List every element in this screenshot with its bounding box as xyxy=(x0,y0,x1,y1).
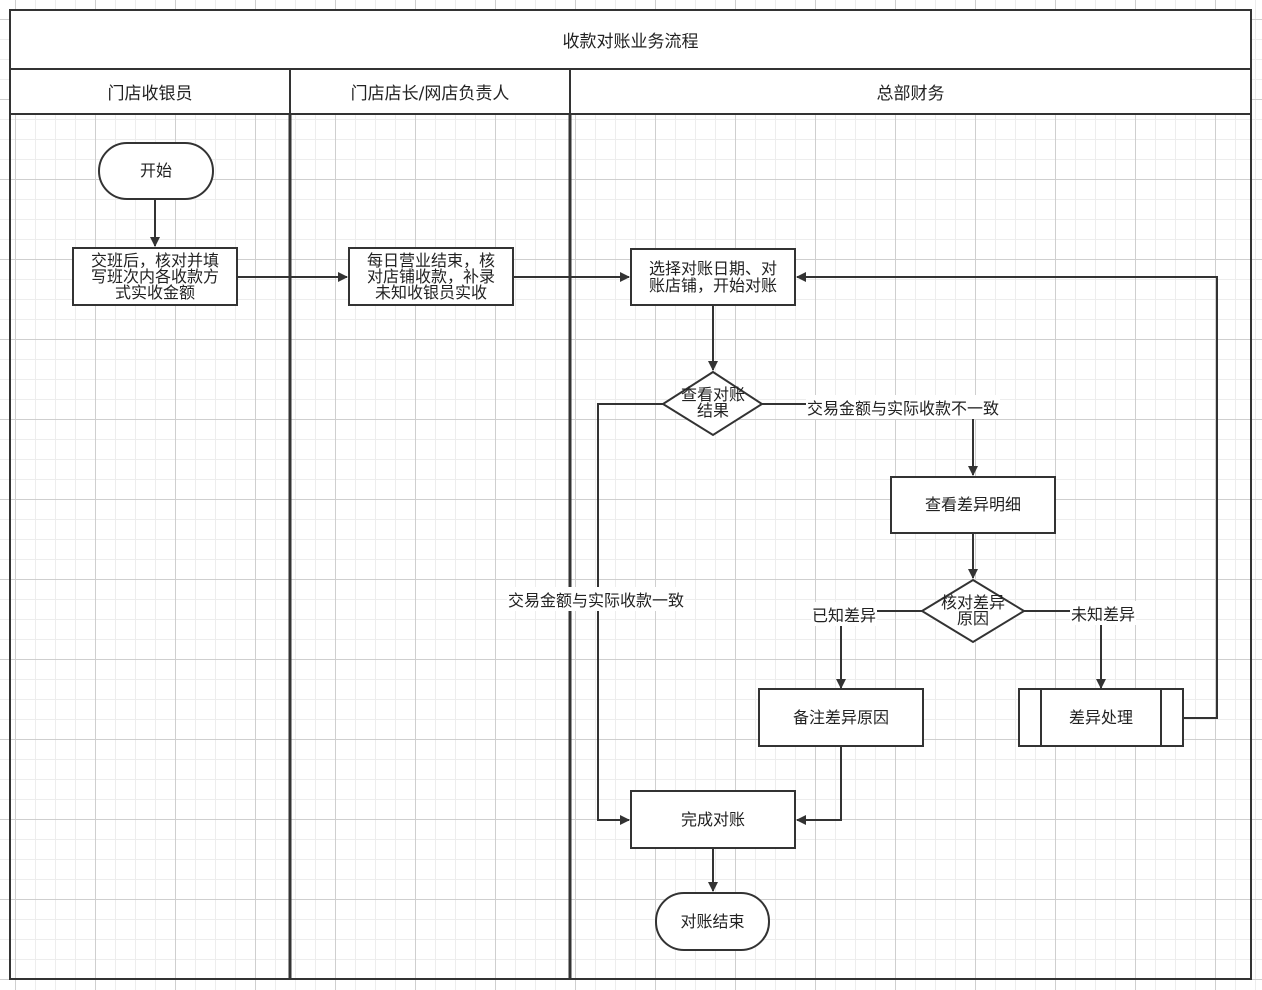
edge-label-match: 交易金额与实际收款一致 xyxy=(507,587,686,611)
view-result-line-2: 结果 xyxy=(696,401,729,420)
manager-check-process: 每日营业结束，核 对店铺收款，补录 未知收银员实收 xyxy=(348,247,514,306)
lane-header-finance: 总部财务 xyxy=(569,68,1252,115)
check-reason-line-2: 原因 xyxy=(956,609,989,628)
start-label: 开始 xyxy=(139,161,172,180)
edge-result-match xyxy=(597,403,663,825)
select-line-2: 账店铺，开始对账 xyxy=(648,276,777,295)
lane-header-manager: 门店店长/网店负责人 xyxy=(289,68,571,115)
edge-label-known: 已知差异 xyxy=(811,602,878,626)
start-terminal: 开始 xyxy=(98,142,214,200)
end-terminal: 对账结束 xyxy=(655,892,770,951)
manager-check-line-3: 未知收银员实收 xyxy=(374,282,487,302)
cashier-check-process: 交班后，核对并填 写班次内各收款方 式实收金额 xyxy=(72,247,238,306)
edge-note-to-complete xyxy=(796,746,842,825)
diagram-title: 收款对账业务流程 xyxy=(9,9,1252,70)
diff-handle-subprocess: 差异处理 xyxy=(1018,688,1184,747)
manager-check-line-1: 每日营业结束，核 xyxy=(366,250,495,270)
complete-label: 完成对账 xyxy=(680,809,745,829)
view-result-text: 查看对账 结果 xyxy=(673,385,753,421)
complete-reconcile-process: 完成对账 xyxy=(630,790,796,849)
select-reconcile-process: 选择对账日期、对 账店铺，开始对账 xyxy=(630,248,796,306)
view-diff-detail-process: 查看差异明细 xyxy=(890,476,1056,534)
edge-label-mismatch: 交易金额与实际收款不一致 xyxy=(806,395,1001,419)
note-reason-label: 备注差异原因 xyxy=(792,707,889,727)
select-line-1: 选择对账日期、对 xyxy=(648,259,777,278)
cashier-check-line-2: 写班次内各收款方 xyxy=(90,266,219,286)
lane-header-cashier: 门店收银员 xyxy=(9,68,291,115)
edge-label-unknown: 未知差异 xyxy=(1070,601,1137,625)
cashier-check-line-1: 交班后，核对并填 xyxy=(90,250,219,270)
view-diff-detail-label: 查看差异明细 xyxy=(924,495,1021,514)
decision-view-result xyxy=(661,370,764,437)
decision-check-reason xyxy=(920,578,1026,644)
check-reason-text: 核对差异 原因 xyxy=(933,593,1013,629)
subprocess-bar-right xyxy=(1160,690,1162,745)
subprocess-bar-left xyxy=(1040,690,1042,745)
edge-handle-to-select xyxy=(796,272,1218,719)
check-reason-line-1: 核对差异 xyxy=(940,593,1005,612)
view-result-line-1: 查看对账 xyxy=(680,385,745,404)
diff-handle-label: 差异处理 xyxy=(1068,707,1133,727)
note-reason-process: 备注差异原因 xyxy=(758,688,924,747)
end-label: 对账结束 xyxy=(680,911,745,931)
cashier-check-line-3: 式实收金额 xyxy=(114,282,195,302)
manager-check-line-2: 对店铺收款，补录 xyxy=(366,266,495,286)
